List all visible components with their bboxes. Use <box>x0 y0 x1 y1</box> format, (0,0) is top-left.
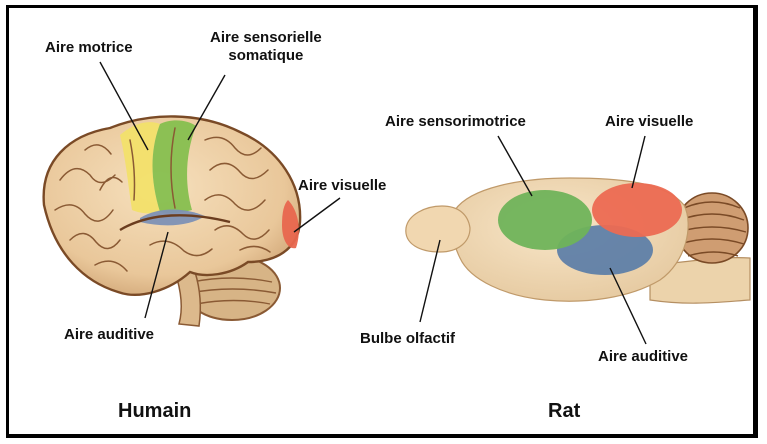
title-human: Humain <box>118 402 191 420</box>
rat-sensorimotor-area <box>498 190 592 250</box>
label-rat-sensorimotor-area: Aire sensorimotrice <box>385 113 526 131</box>
label-rat-olfactory-bulb: Bulbe olfactif <box>360 330 455 348</box>
label-human-somatosensory-line2: somatique <box>210 47 322 65</box>
title-rat: Rat <box>548 402 580 420</box>
human-brain <box>44 116 300 326</box>
label-rat-visual-area: Aire visuelle <box>605 113 693 131</box>
rat-olfactory-bulb <box>406 206 470 252</box>
rat-visual-area <box>592 183 682 237</box>
label-human-somatosensory-area: Aire sensorielle somatique <box>210 29 322 65</box>
label-rat-auditory-area: Aire auditive <box>598 348 688 366</box>
label-human-somatosensory-line1: Aire sensorielle <box>210 29 322 47</box>
label-human-visual-area: Aire visuelle <box>298 177 386 195</box>
label-human-motor-area: Aire motrice <box>45 39 133 57</box>
label-human-auditory-area: Aire auditive <box>64 326 154 344</box>
rat-brain <box>406 178 750 303</box>
